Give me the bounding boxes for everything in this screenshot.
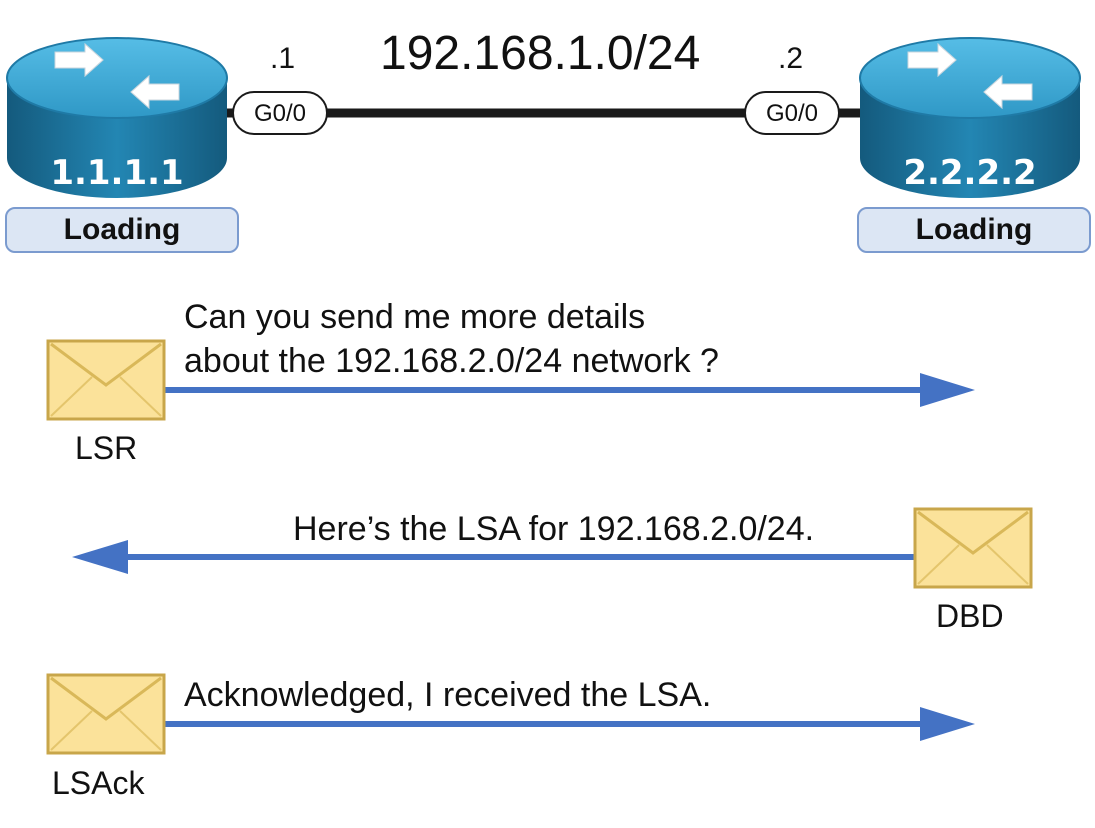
router-1[interactable]: 1.1.1.1	[6, 37, 228, 198]
message-line: Can you send me more details	[184, 298, 646, 336]
message-line: Acknowledged, I received the LSA.	[184, 676, 712, 714]
message-line: about the 192.168.2.0/24 network ?	[184, 342, 719, 380]
network-subnet: 192.168.1.0/24	[380, 27, 701, 80]
lsr-arrow	[165, 373, 975, 407]
envelope-icon	[46, 673, 166, 755]
interface-label-1: G0/0	[232, 91, 328, 135]
interface-label-2: G0/0	[744, 91, 840, 135]
dbd-message: Here’s the LSA for 192.168.2.0/24.	[293, 507, 814, 551]
packet-label-dbd: DBD	[936, 598, 1004, 634]
envelope-icon	[46, 339, 166, 421]
lsack-message: Acknowledged, I received the LSA.	[184, 673, 711, 717]
router-2-state: Loading	[857, 207, 1091, 253]
state-label: Loading	[63, 213, 181, 246]
router-id: 1.1.1.1	[50, 153, 183, 193]
envelope-icon	[913, 507, 1033, 589]
lsack-arrow	[165, 707, 975, 741]
packet-label-lsack: LSAck	[52, 765, 145, 801]
interface-name: G0/0	[254, 100, 306, 127]
interface-name: G0/0	[766, 100, 818, 127]
dbd-arrow	[72, 540, 918, 574]
message-line: Here’s the LSA for 192.168.2.0/24.	[293, 510, 815, 548]
state-label: Loading	[915, 213, 1033, 246]
router-2[interactable]: 2.2.2.2	[859, 37, 1081, 198]
router-1-state: Loading	[5, 207, 239, 253]
router-1-address: .1	[270, 42, 296, 75]
lsr-message: Can you send me more details about the 1…	[184, 295, 719, 383]
packet-label-lsr: LSR	[75, 430, 138, 466]
router-id: 2.2.2.2	[903, 153, 1036, 193]
router-2-address: .2	[778, 42, 804, 75]
